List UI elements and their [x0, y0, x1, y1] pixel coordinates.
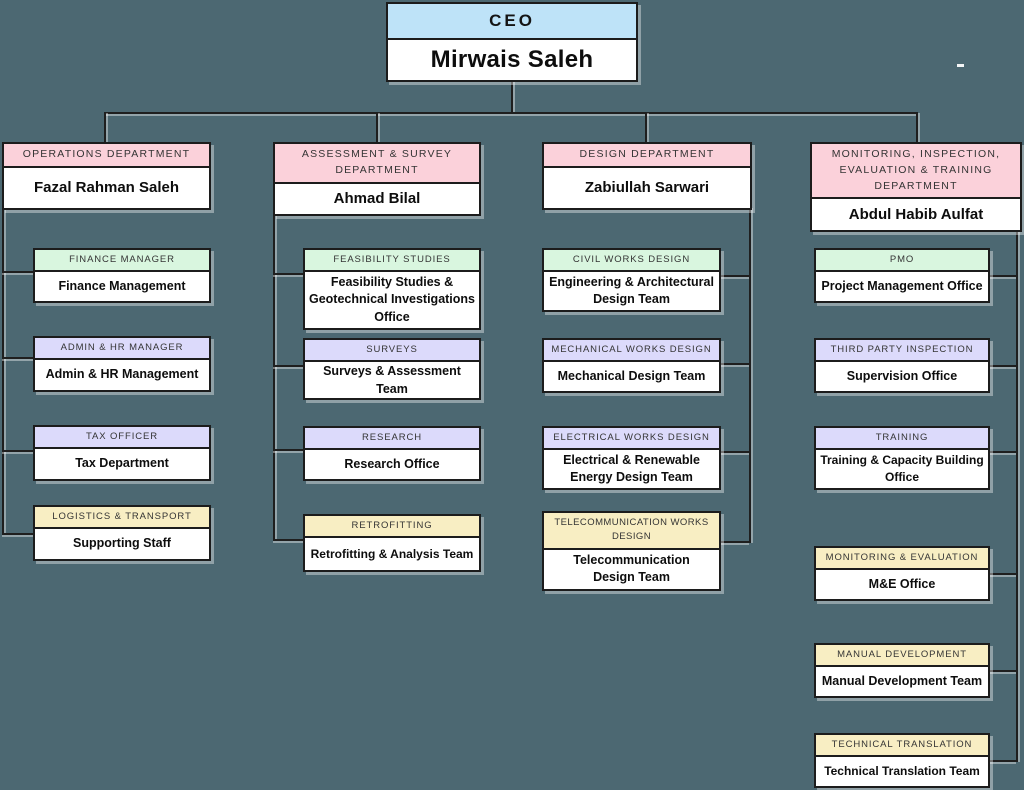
person-name: Abdul Habib Aulfat	[848, 206, 984, 224]
node-ceo[interactable]: CEO Mirwais Saleh	[386, 2, 638, 82]
unit-name: Supervision Office	[846, 368, 958, 383]
unit-name: Supporting Staff	[73, 536, 171, 551]
role-label: MONITORING, INSPECTION, EVALUATION & TRA…	[812, 144, 1020, 200]
unit-name: Finance Management	[58, 278, 186, 293]
connector-me	[990, 573, 1016, 575]
connector-ceo-drop	[511, 82, 513, 113]
unit-name: Electrical & Renewable Energy Design Tea…	[563, 452, 700, 485]
unit-name: Telecommunication Design Team	[544, 550, 719, 590]
connector-assessment-rail	[273, 214, 275, 541]
node-mechanical-works-design[interactable]: MECHANICAL WORKS DESIGN Mechanical Desig…	[542, 338, 721, 393]
role-label: FEASIBILITY STUDIES	[305, 250, 479, 273]
unit-name: Mechanical Design Team	[557, 368, 706, 383]
unit-name: Research Office	[344, 456, 440, 471]
stray-mark	[957, 64, 964, 67]
connector-stub-monitoring	[916, 113, 918, 143]
unit-name: Admin & HR Management	[45, 367, 199, 382]
node-retrofitting[interactable]: RETROFITTING Retrofitting & Analysis Tea…	[303, 514, 481, 572]
connector-operations-rail	[2, 208, 4, 535]
connector-admin-hr	[2, 357, 33, 359]
node-assessment-survey-department[interactable]: ASSESSMENT & SURVEY DEPARTMENT Ahmad Bil…	[273, 142, 481, 216]
node-admin-hr-manager[interactable]: ADMIN & HR MANAGER Admin & HR Management	[33, 336, 211, 392]
connector-manual	[990, 670, 1016, 672]
connector-feasibility	[273, 273, 303, 275]
node-operations-department[interactable]: OPERATIONS DEPARTMENT Fazal Rahman Saleh	[2, 142, 211, 210]
connector-pmo	[990, 275, 1016, 277]
connector-stub-design	[645, 113, 647, 143]
node-tax-officer[interactable]: TAX OFFICER Tax Department	[33, 425, 211, 481]
node-electrical-works-design[interactable]: ELECTRICAL WORKS DESIGN Electrical & Ren…	[542, 426, 721, 490]
connector-third-party	[990, 365, 1016, 367]
unit-name: Training & Capacity Building Office	[820, 453, 984, 485]
node-monitoring-evaluation[interactable]: MONITORING & EVALUATION M&E Office	[814, 546, 990, 601]
role-label: ADMIN & HR MANAGER	[35, 338, 209, 361]
connector-stub-assessment	[376, 113, 378, 143]
unit-name: Retrofitting & Analysis Team	[310, 546, 474, 561]
unit-name: M&E Office	[868, 576, 936, 591]
role-label: MONITORING & EVALUATION	[816, 548, 988, 571]
node-feasibility-studies[interactable]: FEASIBILITY STUDIES Feasibility Studies …	[303, 248, 481, 330]
unit-name-text: Telecommunication Design Team	[573, 552, 690, 585]
role-label: SURVEYS	[305, 340, 479, 363]
connector-monitoring-rail	[1016, 230, 1018, 762]
role-label: TELECOMMUNICATION WORKS DESIGN	[544, 513, 719, 550]
role-label: TRAINING	[816, 428, 988, 451]
role-label: LOGISTICS & TRANSPORT	[35, 507, 209, 530]
unit-name: Surveys & Assessment Team	[323, 364, 461, 396]
connector-finance	[2, 271, 33, 273]
connector-design-rail	[749, 208, 751, 543]
role-label: TAX OFFICER	[35, 427, 209, 450]
person-name: Mirwais Saleh	[430, 45, 594, 73]
connector-research	[273, 449, 303, 451]
unit-name: Manual Development Team	[821, 673, 983, 688]
unit-name: Feasibility Studies & Geotechnical Inves…	[308, 274, 475, 324]
connector-stub-operations	[104, 113, 106, 143]
role-label: RESEARCH	[305, 428, 479, 451]
role-label: THIRD PARTY INSPECTION	[816, 340, 988, 363]
connector-retrofitting	[273, 539, 303, 541]
node-finance-manager[interactable]: FINANCE MANAGER Finance Management	[33, 248, 211, 303]
node-training[interactable]: TRAINING Training & Capacity Building Of…	[814, 426, 990, 490]
connector-translation	[990, 760, 1016, 762]
node-telecommunication-works-design[interactable]: TELECOMMUNICATION WORKS DESIGN Telecommu…	[542, 511, 721, 591]
connector-civil	[721, 275, 749, 277]
role-label: ELECTRICAL WORKS DESIGN	[544, 428, 719, 451]
unit-name: Engineering & Architectural Design Team	[549, 274, 714, 307]
role-label: FINANCE MANAGER	[35, 250, 209, 273]
connector-logistics	[2, 533, 33, 535]
connector-trunk	[104, 112, 918, 114]
role-label: DESIGN DEPARTMENT	[544, 144, 750, 168]
role-label: ASSESSMENT & SURVEY DEPARTMENT	[275, 144, 479, 184]
person-name: Fazal Rahman Saleh	[33, 179, 180, 197]
node-civil-works-design[interactable]: CIVIL WORKS DESIGN Engineering & Archite…	[542, 248, 721, 312]
role-label: RETROFITTING	[305, 516, 479, 539]
unit-name: Project Management Office	[821, 278, 983, 293]
role-label: MANUAL DEVELOPMENT	[816, 645, 988, 668]
connector-mechanical	[721, 363, 749, 365]
connector-tax	[2, 450, 33, 452]
connector-telecom	[721, 541, 749, 543]
unit-name: Tax Department	[75, 456, 169, 471]
connector-electrical	[721, 451, 749, 453]
role-label: OPERATIONS DEPARTMENT	[4, 144, 209, 168]
node-monitoring-department[interactable]: MONITORING, INSPECTION, EVALUATION & TRA…	[810, 142, 1022, 232]
role-label: TECHNICAL TRANSLATION	[816, 735, 988, 758]
role-label: CIVIL WORKS DESIGN	[544, 250, 719, 273]
person-name: Zabiullah Sarwari	[584, 179, 710, 197]
node-pmo[interactable]: PMO Project Management Office	[814, 248, 990, 303]
node-third-party-inspection[interactable]: THIRD PARTY INSPECTION Supervision Offic…	[814, 338, 990, 393]
unit-name: Technical Translation Team	[824, 764, 980, 779]
connector-training	[990, 451, 1016, 453]
node-surveys[interactable]: SURVEYS Surveys & Assessment Team	[303, 338, 481, 400]
node-logistics-transport[interactable]: LOGISTICS & TRANSPORT Supporting Staff	[33, 505, 211, 561]
role-label: MECHANICAL WORKS DESIGN	[544, 340, 719, 363]
node-technical-translation[interactable]: TECHNICAL TRANSLATION Technical Translat…	[814, 733, 990, 788]
person-name: Ahmad Bilal	[333, 190, 421, 208]
node-manual-development[interactable]: MANUAL DEVELOPMENT Manual Development Te…	[814, 643, 990, 698]
node-research[interactable]: RESEARCH Research Office	[303, 426, 481, 481]
role-label: PMO	[816, 250, 988, 273]
role-label: CEO	[388, 4, 636, 40]
connector-surveys	[273, 365, 303, 367]
node-design-department[interactable]: DESIGN DEPARTMENT Zabiullah Sarwari	[542, 142, 752, 210]
